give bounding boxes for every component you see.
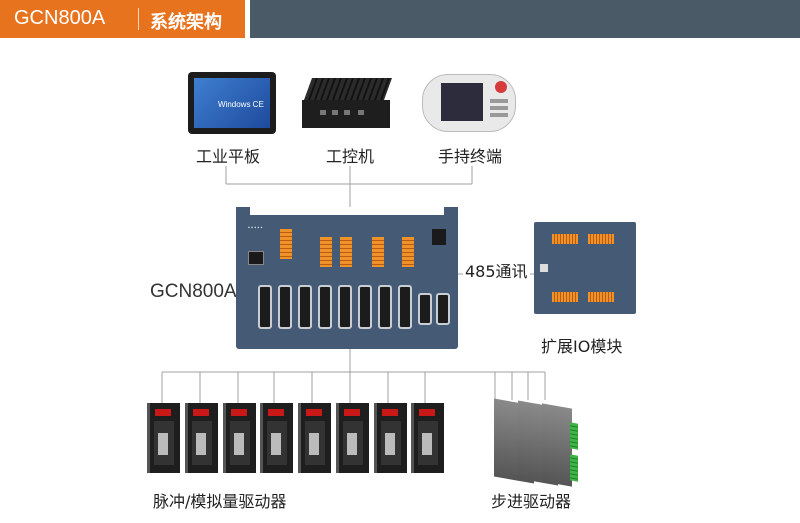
- teach-pendant-image: [422, 74, 516, 132]
- io-module-image: [534, 222, 636, 314]
- servo-drive-7: [374, 403, 407, 473]
- pendant-label: 手持终端: [438, 147, 503, 166]
- controller-brand-mark: ▪ ▪ ▪ ▪ ▪: [248, 225, 263, 231]
- servo-drive-6: [336, 403, 369, 473]
- ipc-label: 工控机: [326, 147, 375, 166]
- header-bar: [250, 0, 800, 38]
- header-model: GCN800A: [14, 7, 106, 29]
- servo-drive-4: [260, 403, 293, 473]
- ethernet-port-icon: [248, 251, 264, 265]
- tablet-screen-logo: Windows CE: [218, 100, 264, 109]
- io-module-logo-icon: [540, 264, 548, 272]
- servo-drive-1: [147, 403, 180, 473]
- servo-drive-5: [298, 403, 331, 473]
- servo-drives-label: 脉冲/模拟量驱动器: [153, 492, 287, 511]
- industrial-tablet-image: Windows CE: [188, 72, 276, 134]
- servo-drive-3: [223, 403, 256, 473]
- servo-drive-2: [185, 403, 218, 473]
- rs485-link-label: 485通讯: [463, 258, 530, 282]
- gcn800a-controller-image: ▪ ▪ ▪ ▪ ▪: [236, 207, 458, 349]
- controller-label: GCN800A: [150, 281, 237, 302]
- io-module-label: 扩展IO模块: [541, 337, 623, 356]
- stepper-drive-3: [542, 403, 578, 487]
- header-divider: [138, 8, 139, 30]
- tablet-label: 工业平板: [196, 147, 261, 166]
- industrial-pc-image: [302, 78, 393, 130]
- stepper-drives-label: 步进驱动器: [491, 492, 572, 511]
- header-section-title: 系统架构: [150, 12, 222, 33]
- header-accent-bar: [0, 0, 245, 38]
- servo-drive-8: [411, 403, 444, 473]
